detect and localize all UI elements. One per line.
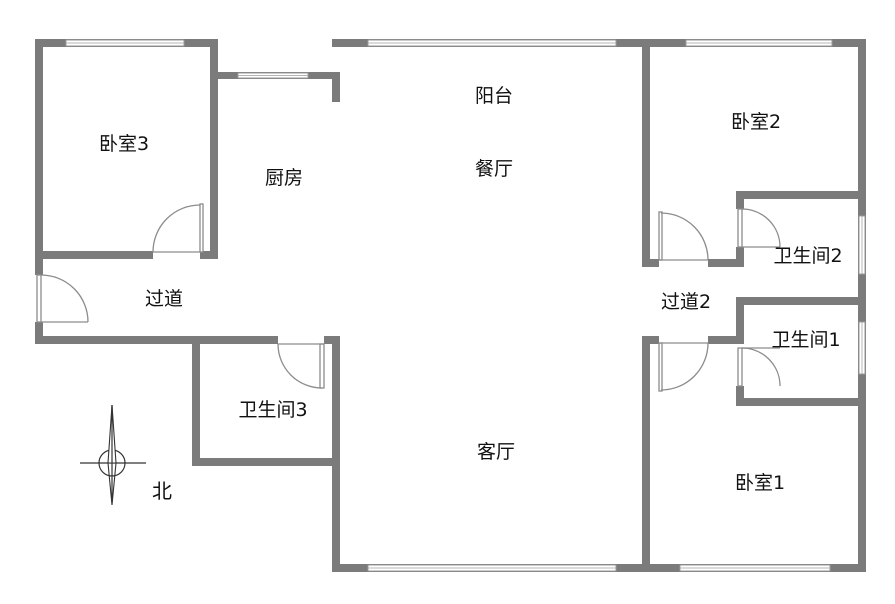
label-kitchen: 厨房 bbox=[265, 167, 303, 189]
door-bedroom1 bbox=[658, 342, 709, 392]
door-bathroom2 bbox=[737, 208, 781, 248]
label-hallway: 过道 bbox=[145, 288, 183, 310]
door-hallway bbox=[36, 274, 89, 323]
window-bedroom1 bbox=[679, 564, 831, 572]
label-bathroom1: 卫生间1 bbox=[771, 329, 840, 351]
window-bedroom2 bbox=[685, 39, 833, 47]
label-balcony: 阳台 bbox=[475, 85, 513, 107]
label-bedroom1: 卧室1 bbox=[735, 472, 785, 494]
compass-label-north: 北 bbox=[152, 479, 172, 503]
label-dining: 餐厅 bbox=[475, 158, 513, 180]
label-bedroom3: 卧室3 bbox=[99, 133, 149, 155]
door-bathroom3 bbox=[277, 343, 325, 389]
label-hallway2: 过道2 bbox=[661, 291, 711, 313]
window-balcony bbox=[367, 39, 617, 47]
windows bbox=[65, 39, 866, 572]
label-bathroom3: 卫生间3 bbox=[238, 399, 307, 421]
label-bathroom2: 卫生间2 bbox=[773, 245, 842, 267]
door-bedroom3 bbox=[152, 203, 204, 253]
door-bedroom2 bbox=[658, 211, 709, 261]
door-bathroom1 bbox=[737, 347, 781, 387]
window-bathroom2 bbox=[858, 215, 866, 275]
window-bathroom1 bbox=[858, 321, 866, 375]
label-bedroom2: 卧室2 bbox=[731, 111, 781, 133]
doors bbox=[36, 203, 781, 392]
window-living bbox=[367, 564, 617, 572]
label-living: 客厅 bbox=[477, 441, 515, 463]
north-arrow-icon bbox=[80, 404, 146, 506]
window-bedroom3 bbox=[65, 39, 185, 47]
room-labels: 阳台 餐厅 厨房 卧室3 卧室2 卧室1 过道 过道2 卫生间2 卫生间1 卫生… bbox=[99, 85, 843, 494]
window-kitchen bbox=[237, 72, 309, 79]
